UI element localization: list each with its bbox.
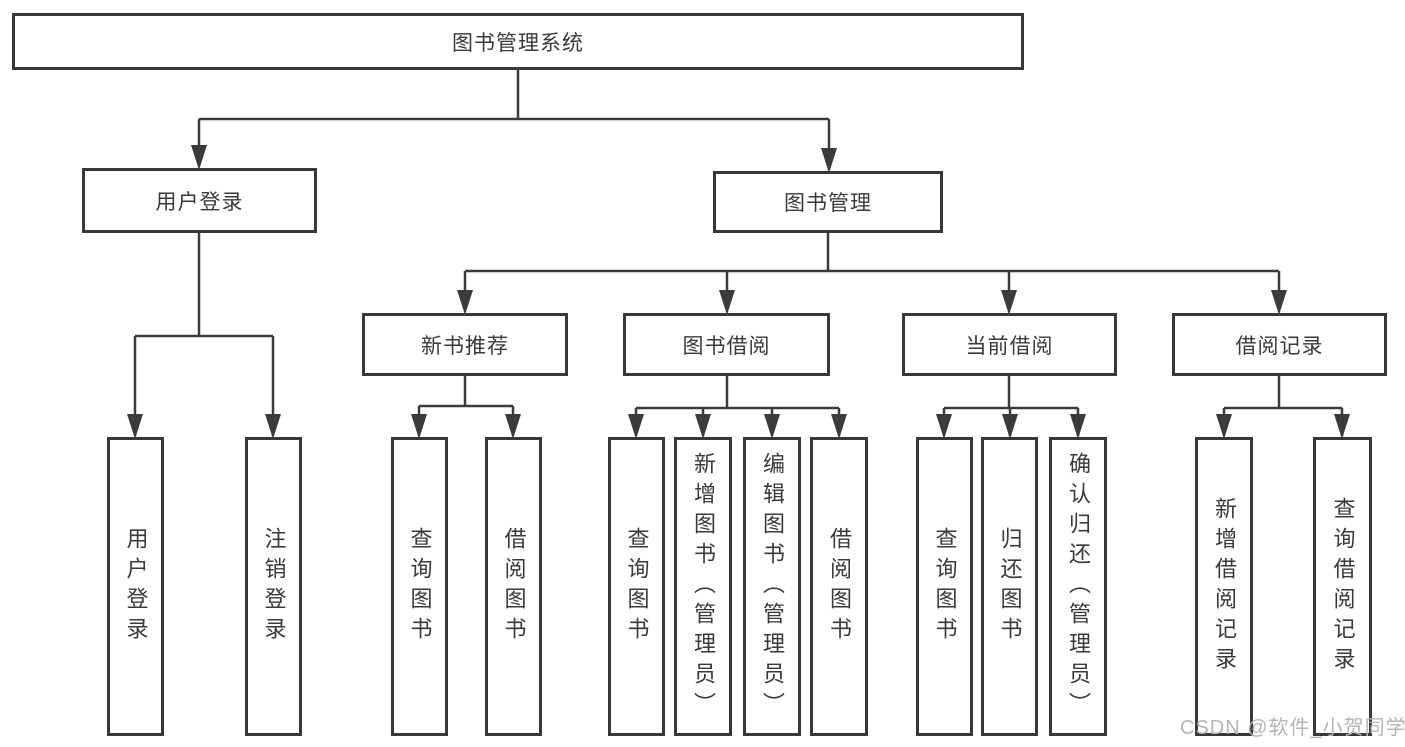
node-new-book-recommend: 新书推荐	[362, 313, 568, 376]
node-label: 归还图书	[997, 526, 1023, 647]
node-label: 新书推荐	[421, 334, 509, 358]
leaf-rec-borrow-book: 借阅图书	[485, 437, 542, 736]
node-current-borrow: 当前借阅	[902, 313, 1117, 376]
node-label: 查询借阅记录	[1330, 496, 1356, 677]
node-label: 借阅图书	[827, 526, 852, 647]
leaf-bb-edit-book: 编辑图书（管理员）	[743, 437, 801, 736]
leaf-cur-query-book: 查询图书	[916, 437, 973, 736]
leaf-rr-query-record: 查询借阅记录	[1313, 437, 1372, 736]
csdn-watermark: CSDN @软件_小贺同学	[1180, 717, 1405, 739]
leaf-cur-return-book: 归还图书	[981, 437, 1038, 736]
leaf-bb-query-book: 查询图书	[608, 437, 665, 736]
node-label: 注销登录	[261, 526, 287, 647]
node-root: 图书管理系统	[12, 13, 1024, 70]
node-label: 图书借阅	[682, 334, 771, 358]
node-label: 用户登录	[155, 190, 244, 214]
node-label: 新增借阅记录	[1212, 496, 1237, 677]
node-label: 查询图书	[407, 526, 433, 647]
leaf-bb-add-book: 新增图书（管理员）	[674, 437, 732, 736]
node-label: 查询图书	[932, 526, 958, 647]
node-borrow-record: 借阅记录	[1172, 313, 1387, 376]
leaf-user-login: 用户登录	[107, 437, 164, 736]
node-label: 确认归还（管理员）	[1066, 451, 1091, 722]
node-label: 新增图书（管理员）	[691, 451, 716, 722]
leaf-bb-borrow-book: 借阅图书	[810, 437, 868, 736]
node-label: 图书管理	[784, 192, 872, 215]
leaf-rr-add-record: 新增借阅记录	[1195, 437, 1253, 736]
leaf-rec-query-book: 查询图书	[391, 437, 448, 736]
node-label: 图书管理系统	[452, 31, 584, 55]
node-label: 借阅记录	[1235, 334, 1324, 358]
node-label: 用户登录	[123, 526, 149, 647]
node-book-management: 图书管理	[713, 171, 943, 233]
leaf-logout: 注销登录	[245, 437, 302, 736]
node-book-borrow: 图书借阅	[623, 313, 830, 376]
node-label: 借阅图书	[501, 526, 527, 647]
leaf-cur-confirm-return: 确认归还（管理员）	[1049, 437, 1107, 736]
node-user-login: 用户登录	[82, 168, 317, 233]
node-label: 当前借阅	[965, 334, 1054, 358]
node-label: 查询图书	[624, 526, 650, 647]
node-label: 编辑图书（管理员）	[760, 451, 785, 722]
